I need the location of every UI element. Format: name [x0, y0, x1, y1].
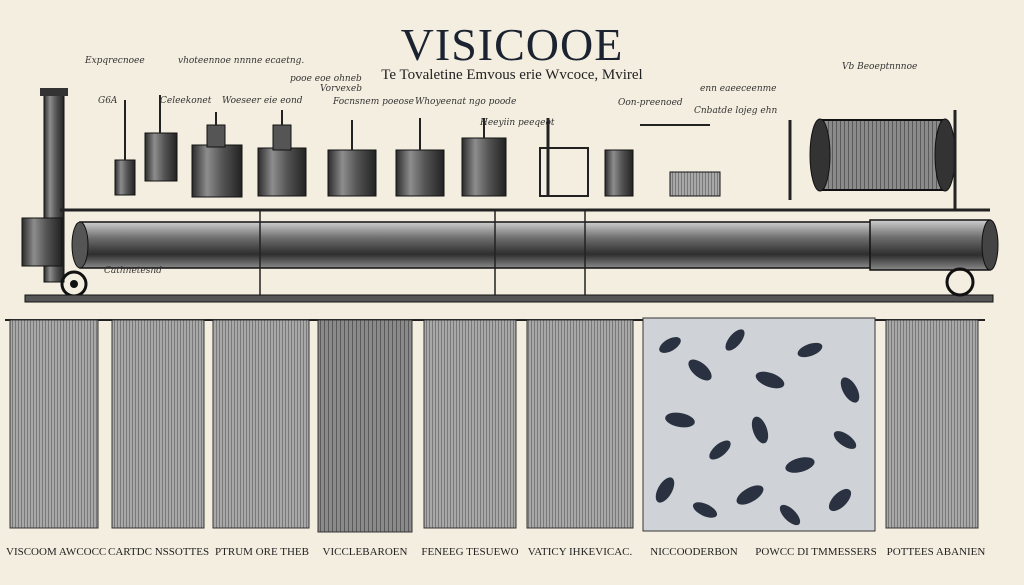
diagram-subtitle: Te Tovaletine Emvous erie Wvcoce, Mvirel	[381, 67, 643, 83]
annotation: Oon-preenoed	[618, 98, 683, 108]
fabric-caption-3: PTRUM ORE THEB	[215, 546, 309, 558]
spinning-drum	[788, 110, 957, 210]
fabric-panel-6	[526, 319, 634, 529]
tank-1	[114, 100, 136, 196]
annotation: vhoteennoe nnnne ecaetng.	[178, 56, 305, 66]
annotation: G6A	[98, 96, 118, 106]
annotation: Expqrecnoee	[85, 56, 145, 66]
annotation: Vb Beoeptnnnoe	[842, 62, 918, 72]
annotation: Heeyiin peeqeot	[480, 118, 555, 128]
annotation: Cnbatde lojeg ehn	[694, 106, 778, 116]
fabric-caption-5: FENEEG TESUEWO	[421, 546, 519, 558]
chimney	[21, 88, 88, 298]
tank-3	[191, 112, 243, 198]
fabric-caption-8: POWCC DI TMMESSERS	[755, 546, 877, 558]
fabric-caption-6: VATICY IHKEVICAC.	[527, 546, 633, 558]
fabric-panel-7	[642, 317, 876, 532]
tank-6	[395, 118, 445, 197]
tank-4	[257, 110, 307, 197]
fabric-caption-9: POTTEES ABANIEN	[886, 546, 986, 558]
annotation: enn eaeeceenme	[700, 84, 777, 94]
fabric-panel-2	[111, 319, 205, 529]
annotation: Focnsnem poeose	[333, 97, 415, 107]
fabric-panel-4	[317, 319, 413, 533]
annotation: Whoyeenat ngo poode	[415, 97, 517, 107]
annotation: Woeseer eie eond	[222, 96, 303, 106]
annotation: pooe eoe ohneb	[290, 74, 362, 84]
fabric-panel-3	[212, 319, 310, 529]
annotation: Cathnetesnd	[104, 266, 162, 276]
main-pipe	[71, 210, 999, 300]
diagram-title: VISICOOE	[400, 19, 624, 70]
frame-machine	[539, 118, 721, 197]
tank-7	[461, 118, 507, 197]
fabric-caption-4: VICCLEBAROEN	[322, 546, 408, 558]
tank-2	[144, 95, 178, 182]
annotation: Vorvexeb	[320, 84, 362, 94]
annotation: Celeekonet	[160, 96, 212, 106]
fabric-panel-8	[885, 319, 979, 529]
fabric-panel-5	[423, 319, 517, 529]
fabric-caption-7: NICCOODERBON	[650, 546, 738, 558]
base-platform	[24, 267, 994, 303]
fabric-caption-1: VISCOOM AWCOCC	[6, 546, 107, 558]
tank-5	[327, 120, 377, 197]
fabric-caption-2: CARTDC NSSOTTES	[108, 546, 210, 558]
fabric-panel-1	[9, 319, 99, 529]
